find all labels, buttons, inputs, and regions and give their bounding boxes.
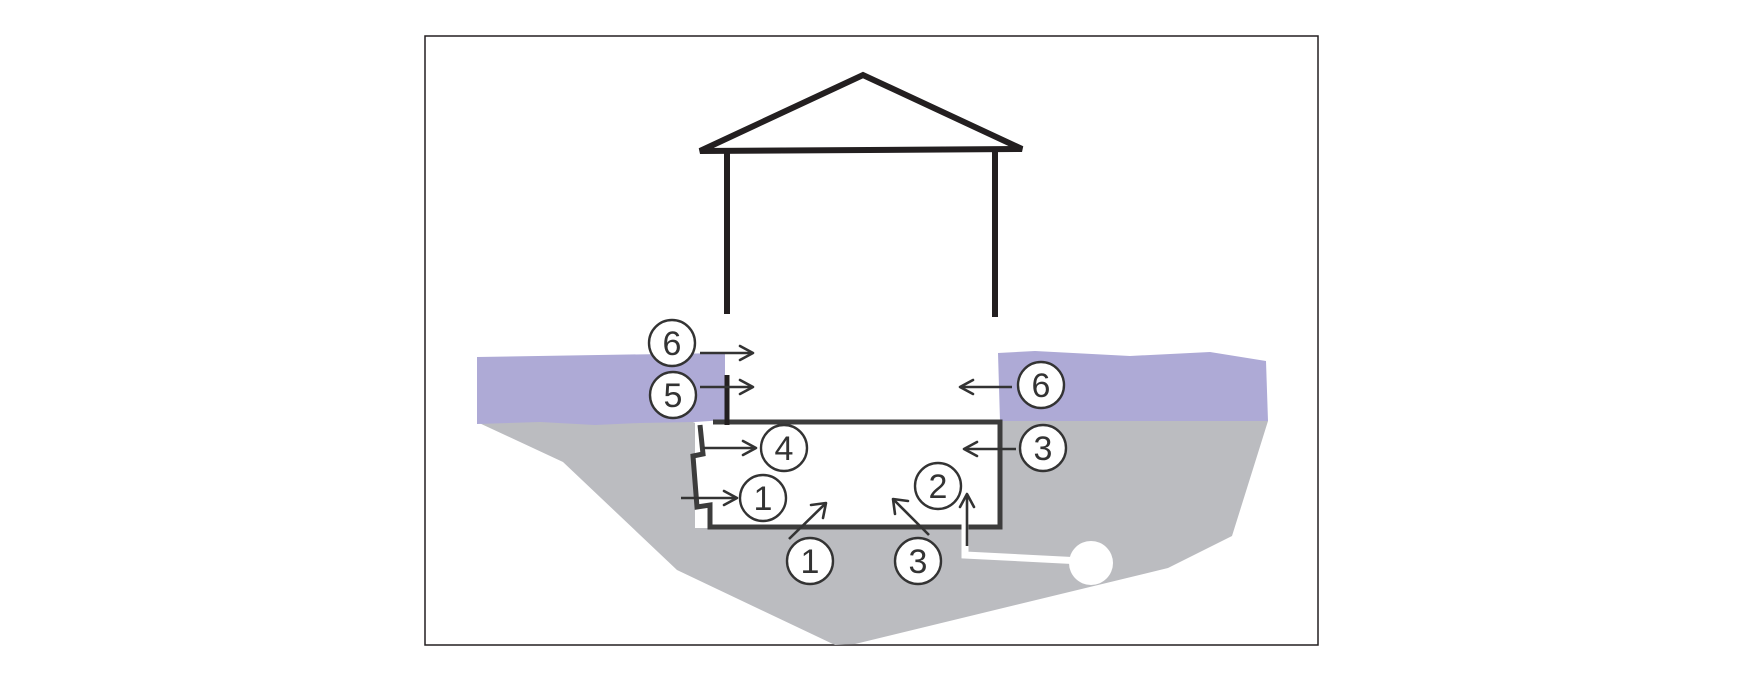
- basement-wall: [690, 419, 1003, 530]
- label-6-left: 6: [647, 318, 697, 368]
- arrow-6-left: [700, 344, 755, 362]
- arrow-1-left: [681, 489, 739, 507]
- drain-pipe: [961, 486, 1083, 565]
- label-2: 2: [913, 461, 963, 511]
- label-5-left-text: 5: [664, 377, 683, 415]
- surface-layer-right: [998, 351, 1268, 421]
- label-6-right-text: 6: [1032, 367, 1051, 405]
- arrow-3-bottom: [891, 497, 930, 536]
- label-3-bottom-text: 3: [909, 543, 928, 581]
- label-5-left: 5: [648, 370, 698, 420]
- label-3-bottom: 3: [893, 536, 943, 586]
- label-4-text: 4: [775, 430, 794, 468]
- arrow-6-right: [958, 378, 1012, 396]
- soil-region: [477, 421, 1268, 645]
- arrow-1-bottom: [788, 501, 828, 540]
- arrow-3-right: [962, 440, 1016, 458]
- label-1-left-text: 1: [754, 480, 773, 518]
- label-3-right: 3: [1018, 423, 1068, 473]
- arrow-2: [958, 492, 976, 546]
- arrow-4: [703, 439, 758, 457]
- label-1-bottom: 1: [785, 536, 835, 586]
- label-1-left: 1: [738, 473, 788, 523]
- label-4: 4: [759, 423, 809, 473]
- label-3-right-text: 3: [1034, 430, 1053, 468]
- label-6-right: 6: [1016, 360, 1066, 410]
- house-roof: [698, 71, 1024, 154]
- label-2-text: 2: [929, 468, 948, 506]
- arrow-5-left: [700, 378, 755, 396]
- sump-pit: [1069, 541, 1113, 585]
- label-6-left-text: 6: [663, 325, 682, 363]
- label-1-bottom-text: 1: [801, 543, 820, 581]
